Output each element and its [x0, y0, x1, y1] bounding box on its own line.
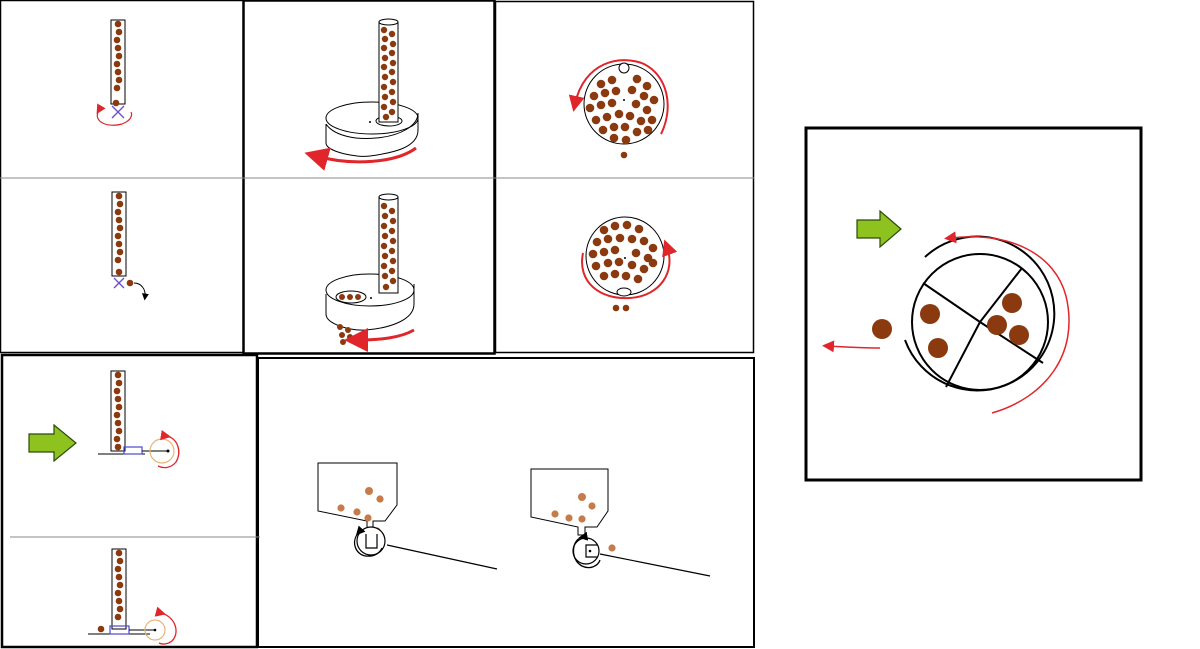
frame-column-2	[242, 0, 496, 355]
panel-6-dispenser-drop	[581, 216, 678, 312]
rotation-arrow-icon	[304, 146, 417, 171]
panel-3-tube-on-disk	[304, 18, 419, 171]
dropped-beads	[337, 324, 353, 345]
dispenser-disk	[583, 63, 665, 145]
rotation-arrow-icon	[157, 430, 180, 469]
frame-right	[804, 126, 1143, 482]
dropped-bead	[620, 151, 628, 159]
frame-bottom-left	[0, 353, 259, 649]
cross-mark-icon	[111, 105, 125, 119]
hopper-body	[530, 468, 609, 536]
panel-dividers	[0, 177, 754, 538]
bead-column	[112, 20, 123, 107]
hopper-body	[317, 462, 398, 532]
slider-plunger	[123, 446, 143, 455]
dropped-beads	[612, 304, 630, 312]
vertical-tube	[110, 370, 126, 452]
rotation-arrow-icon	[572, 531, 601, 569]
exit-arrow-icon	[822, 340, 881, 353]
rotation-arrow-icon	[344, 327, 415, 352]
panel-9-hopper-wheel	[317, 462, 711, 577]
rotation-arrow-icon	[568, 59, 669, 135]
crank-wheel	[144, 619, 166, 641]
rotation-arrow-icon	[944, 231, 1070, 414]
panel-10-segmented-rotor	[822, 209, 1070, 414]
disk-top-rim	[325, 112, 419, 139]
panel-frames	[0, 0, 1143, 649]
drop-arrow-icon	[133, 282, 149, 301]
rotor-beads	[920, 293, 1029, 358]
frame-column-1	[0, 0, 245, 354]
rotation-arrow-icon	[154, 606, 177, 645]
hopper-with-notched-wheel-rotated	[530, 468, 711, 577]
ramp	[386, 544, 498, 570]
bead-pocket	[335, 290, 367, 304]
hopper-with-notched-wheel	[317, 462, 498, 570]
ejected-bead	[97, 625, 105, 633]
bead-column	[114, 192, 134, 287]
green-pointer-arrow-icon	[28, 423, 77, 463]
cross-mark-icon	[113, 277, 125, 289]
vertical-tube	[111, 191, 127, 277]
rotation-arrow-icon	[96, 103, 133, 126]
disk-top	[325, 101, 419, 135]
vertical-tube	[111, 548, 127, 630]
frame-column-3	[494, 0, 755, 354]
panel-8-slider-eject	[88, 548, 177, 645]
bead-column	[113, 371, 123, 451]
panel-5-dispenser-top	[568, 59, 669, 159]
panel-7-slider-crank	[28, 370, 180, 469]
panel-1-tube-cross	[96, 19, 133, 126]
bead-column	[380, 26, 397, 121]
bead-column	[380, 202, 397, 291]
rotation-arrow-icon	[581, 239, 678, 300]
hopper-beads	[551, 493, 616, 552]
dispenser-hole	[618, 62, 630, 74]
dispenser-hole	[616, 287, 632, 297]
bead-column	[114, 549, 124, 621]
ramp	[599, 553, 711, 577]
ejected-bead	[872, 319, 892, 339]
panel-2-tube-drop	[111, 191, 149, 301]
bead-cluster	[585, 74, 659, 145]
rotation-arrow-icon	[353, 525, 383, 557]
frame-bottom-middle	[257, 357, 755, 648]
green-pointer-arrow-icon	[856, 209, 902, 249]
panel-4-disk-dropping	[325, 193, 415, 352]
bead-cluster	[588, 220, 658, 284]
